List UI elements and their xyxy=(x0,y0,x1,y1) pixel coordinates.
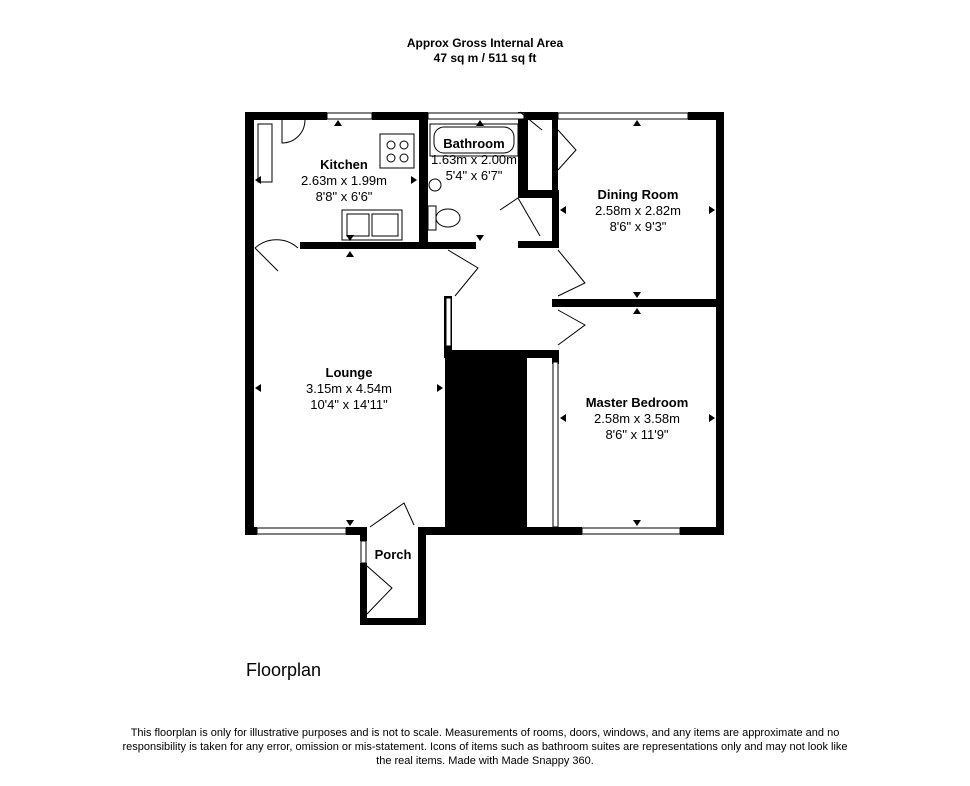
internal-walls xyxy=(300,112,724,532)
room-name: Porch xyxy=(375,547,412,562)
room-kitchen: Kitchen 2.63m x 1.99m 8'8" x 6'6" xyxy=(301,157,387,204)
room-imperial: 8'6" x 9'3" xyxy=(610,219,667,234)
room-metric: 2.58m x 3.58m xyxy=(594,411,680,426)
room-metric: 2.63m x 1.99m xyxy=(301,173,387,188)
room-dining-room: Dining Room 2.58m x 2.82m 8'6" x 9'3" xyxy=(595,187,681,234)
floorplan-label: Floorplan xyxy=(246,660,322,680)
room-lounge: Lounge 3.15m x 4.54m 10'4" x 14'11" xyxy=(306,365,392,412)
room-name: Master Bedroom xyxy=(586,395,689,410)
room-name: Dining Room xyxy=(598,187,679,202)
toilet-icon xyxy=(435,208,461,228)
disclaimer-text: This floorplan is only for illustrative … xyxy=(122,727,848,767)
hob-icon xyxy=(379,133,415,169)
room-imperial: 10'4" x 14'11" xyxy=(310,397,388,412)
bathroom-fixtures xyxy=(427,123,519,231)
basin-icon xyxy=(428,178,442,192)
sink-icon xyxy=(341,209,403,241)
bath-icon xyxy=(429,123,519,157)
room-name: Kitchen xyxy=(320,157,368,172)
room-bathroom: Bathroom 1.63m x 2.00m 5'4" x 6'7" xyxy=(431,136,517,183)
kitchen-fixtures xyxy=(257,123,415,241)
room-name: Lounge xyxy=(326,365,373,380)
room-imperial: 8'8" x 6'6" xyxy=(316,189,373,204)
room-metric: 2.58m x 2.82m xyxy=(595,203,681,218)
dimension-arrows xyxy=(255,120,715,526)
area-value: 47 sq m / 511 sq ft xyxy=(433,51,537,65)
room-metric: 1.63m x 2.00m xyxy=(431,152,517,167)
area-title: Approx Gross Internal Area xyxy=(406,36,564,50)
room-master-bedroom: Master Bedroom 2.58m x 3.58m 8'6" x 11'9… xyxy=(586,395,689,442)
room-metric: 3.15m x 4.54m xyxy=(306,381,392,396)
room-porch: Porch xyxy=(375,547,412,562)
room-imperial: 8'6" x 11'9" xyxy=(605,427,668,442)
room-name: Bathroom xyxy=(443,136,504,151)
area-header: Approx Gross Internal Area 47 sq m / 511… xyxy=(0,36,970,66)
windows xyxy=(256,112,689,564)
room-imperial: 5'4" x 6'7" xyxy=(446,168,503,183)
door-swings xyxy=(254,111,586,615)
